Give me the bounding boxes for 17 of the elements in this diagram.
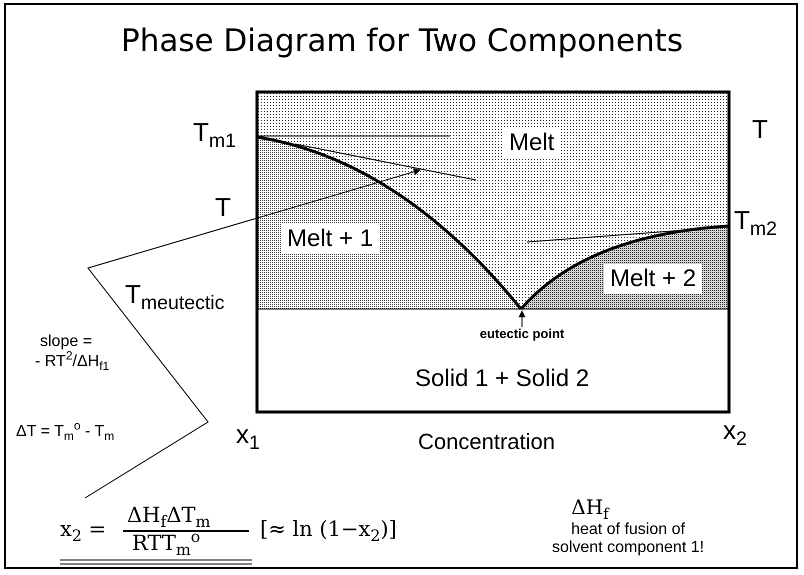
region-label: Solid 1 + Solid 2 — [415, 366, 590, 392]
annotation-text: eutectic point — [466, 327, 578, 343]
region-label: Melt — [503, 128, 560, 158]
symbol-text: ΔH$_{f}$ — [570, 496, 610, 518]
leader-line — [84, 168, 421, 498]
note-text: heat of fusion of solvent component 1! — [550, 521, 706, 556]
axis-label: x$_{1}$ — [236, 420, 260, 449]
axis-label: x$_{2}$ — [723, 416, 747, 445]
axis-label: T — [752, 115, 768, 144]
equation-text: slope = — [40, 333, 92, 351]
leader-line — [518, 310, 526, 328]
equation-text: ΔT = T$_{m}$$^{o}$ - T$_{m}$ — [16, 423, 114, 441]
axis-label: T — [215, 193, 231, 222]
region-label: Melt + 2 — [604, 264, 702, 294]
region-label: Melt + 1 — [281, 224, 380, 254]
axis-label: Concentration — [418, 430, 555, 454]
title: Phase Diagram for Two Components — [120, 24, 684, 58]
